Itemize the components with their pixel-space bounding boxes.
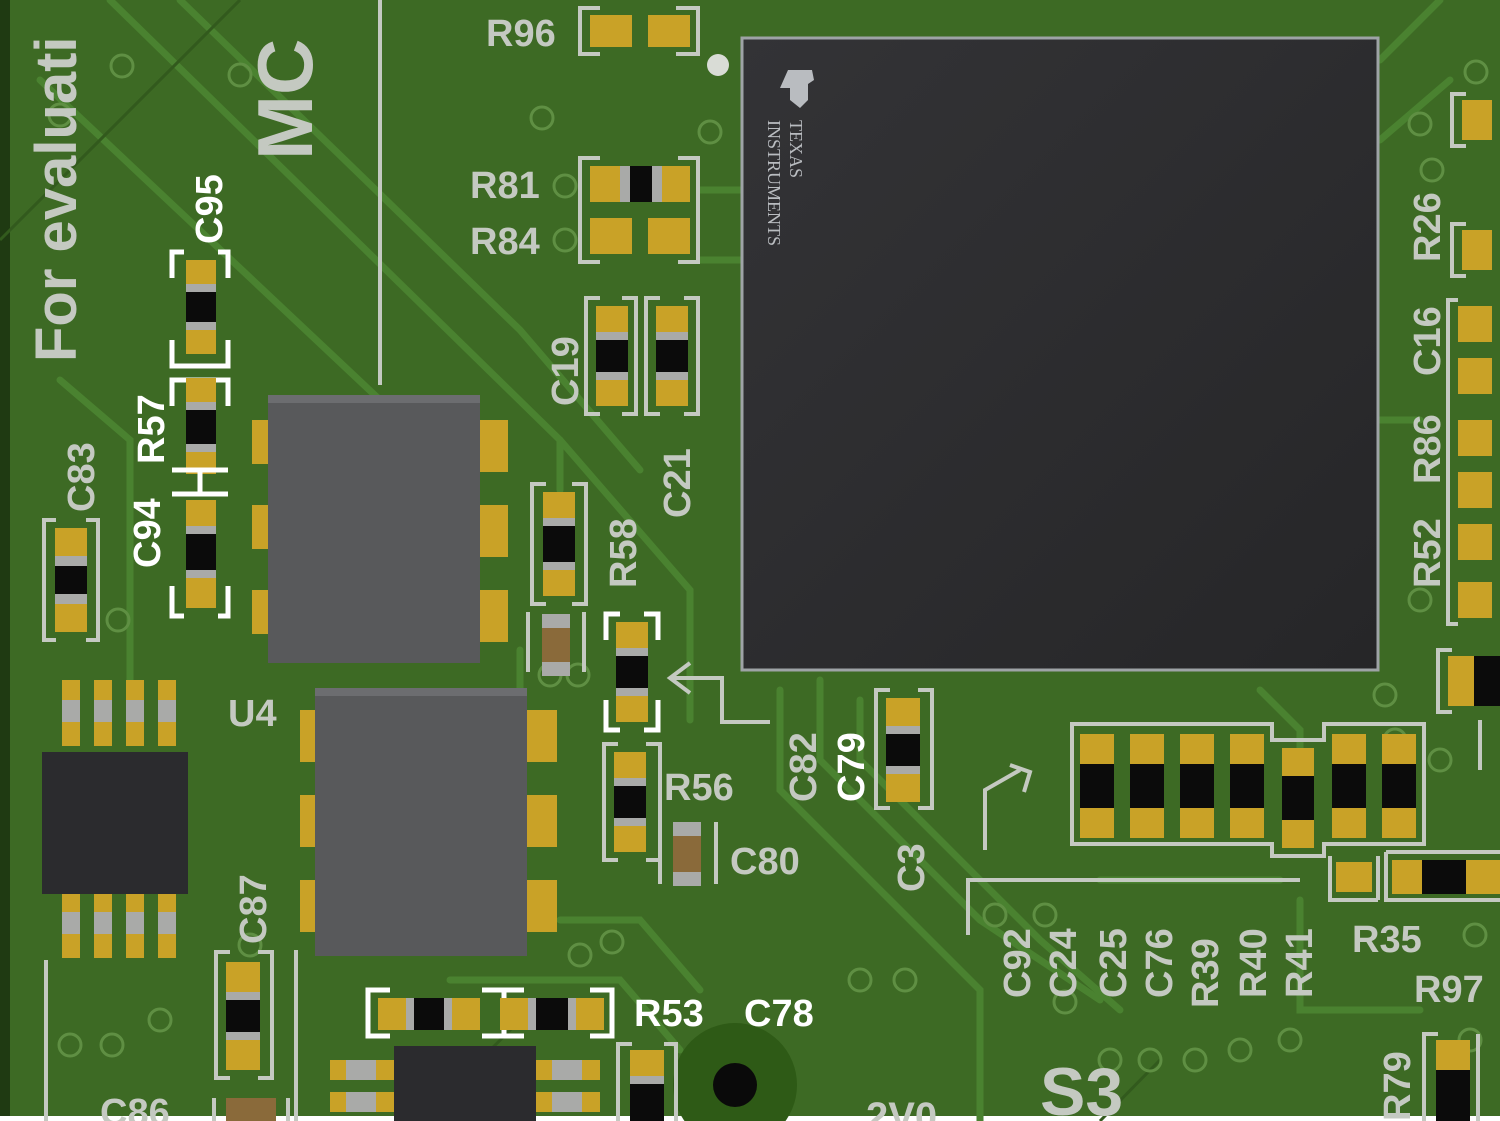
capacitor-c94 bbox=[169, 467, 231, 619]
resistor-r53 bbox=[365, 987, 480, 1039]
resistor-r56 bbox=[602, 742, 662, 862]
label-r58: R58 bbox=[603, 518, 645, 588]
label-c78: C78 bbox=[744, 993, 814, 1035]
resistor-r96 bbox=[578, 6, 700, 56]
label-r96: R96 bbox=[486, 13, 556, 55]
label-c79: C79 bbox=[831, 732, 873, 802]
label-c87: C87 bbox=[233, 874, 275, 944]
label-c82: C82 bbox=[783, 732, 825, 802]
capacitor-c76 bbox=[1230, 734, 1264, 838]
soic8-ic bbox=[42, 680, 188, 958]
capacitor-c78 bbox=[500, 987, 615, 1039]
board-title-fragment: MC bbox=[241, 39, 329, 160]
capacitor-c86 bbox=[212, 1098, 290, 1121]
main-processor-ic bbox=[740, 36, 1380, 672]
power-module-u4 bbox=[300, 688, 557, 956]
copper-traces bbox=[36, 0, 1454, 1121]
label-r57: R57 bbox=[131, 394, 173, 464]
silk-arrow-c92 bbox=[966, 878, 1300, 935]
resistor-r81 bbox=[590, 166, 690, 202]
capacitor-c83 bbox=[42, 518, 100, 642]
label-c25: C25 bbox=[1093, 928, 1135, 998]
via-dot-marker bbox=[707, 54, 729, 76]
capacitor-c87 bbox=[214, 950, 274, 1080]
label-c92: C92 bbox=[997, 928, 1039, 998]
label-r52: R52 bbox=[1407, 518, 1449, 588]
label-c94: C94 bbox=[127, 498, 169, 568]
resistor-r57 bbox=[169, 340, 231, 474]
label-r41: R41 bbox=[1279, 928, 1321, 998]
label-c16: C16 bbox=[1407, 306, 1449, 376]
capacitor-c21 bbox=[644, 296, 700, 416]
capacitor-c95 bbox=[169, 249, 231, 354]
silk-arrow-c82 bbox=[672, 676, 770, 724]
capacitor-c82 bbox=[603, 611, 661, 733]
capacitor-c92 bbox=[1080, 734, 1114, 838]
capacitor-c80 bbox=[658, 822, 718, 886]
texas-instruments-logo: TEXAS INSTRUMENTS bbox=[764, 70, 814, 246]
capacitor-c19 bbox=[584, 296, 638, 416]
label-c83: C83 bbox=[61, 442, 103, 512]
label-r79: R79 bbox=[1377, 1051, 1419, 1121]
label-r84: R84 bbox=[470, 221, 540, 263]
resistor-r35 bbox=[1328, 850, 1500, 902]
label-r56: R56 bbox=[664, 767, 734, 809]
capacitor-c24 bbox=[1130, 734, 1164, 838]
text-fragment-bottom: 2V0 bbox=[866, 1095, 937, 1121]
switch-s3-label: S3 bbox=[1040, 1054, 1123, 1121]
capacitor-c25 bbox=[1180, 734, 1214, 838]
label-r40: R40 bbox=[1233, 928, 1275, 998]
resistor-r41 bbox=[1382, 734, 1416, 838]
label-c80: C80 bbox=[730, 841, 800, 883]
resistor-r84 bbox=[590, 218, 690, 254]
svg-text:INSTRUMENTS: INSTRUMENTS bbox=[764, 120, 784, 246]
power-module-upper bbox=[252, 395, 508, 663]
label-c95: C95 bbox=[189, 174, 231, 244]
resistor-r39 bbox=[1282, 748, 1314, 848]
label-c21: C21 bbox=[657, 448, 699, 518]
label-r86: R86 bbox=[1407, 414, 1449, 484]
board-edge bbox=[0, 0, 10, 1121]
label-r26: R26 bbox=[1407, 192, 1449, 262]
right-edge-components bbox=[1422, 92, 1500, 1121]
label-c19: C19 bbox=[545, 336, 587, 406]
capacitor-small-brown bbox=[526, 612, 586, 676]
component-bank-outline bbox=[1070, 722, 1426, 858]
label-c76: C76 bbox=[1139, 928, 1181, 998]
sot-ic-bottom bbox=[330, 1046, 600, 1121]
board-warning-text: For evaluati bbox=[24, 36, 89, 362]
svg-text:TEXAS: TEXAS bbox=[786, 120, 806, 178]
label-r39: R39 bbox=[1185, 938, 1227, 1008]
label-r35: R35 bbox=[1352, 919, 1422, 961]
label-c24: C24 bbox=[1043, 928, 1085, 998]
label-r53: R53 bbox=[634, 993, 704, 1035]
label-c3: C3 bbox=[891, 843, 933, 892]
capacitor-c79 bbox=[874, 688, 934, 810]
label-u4: U4 bbox=[228, 693, 277, 735]
resistor-r58 bbox=[530, 482, 588, 606]
resistor-r40 bbox=[1332, 734, 1366, 838]
label-r97: R97 bbox=[1414, 969, 1484, 1011]
capacitor-bottom-center bbox=[616, 1042, 678, 1121]
label-c86: C86 bbox=[100, 1092, 170, 1121]
label-r81: R81 bbox=[470, 165, 540, 207]
